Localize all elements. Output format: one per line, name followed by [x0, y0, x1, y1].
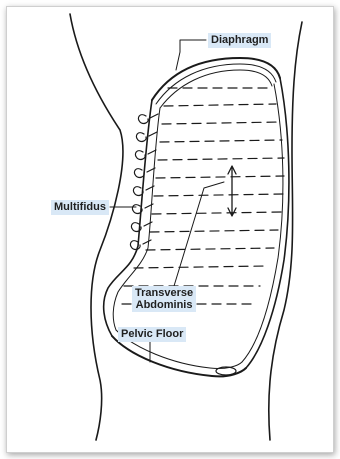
transverse-leader — [174, 182, 224, 286]
diaphragm-muscle — [152, 58, 280, 100]
diaphragm-label: Diaphragm — [208, 33, 271, 48]
back-outline — [70, 14, 123, 440]
pressure-lines — [122, 88, 284, 304]
diaphragm-leader — [176, 40, 206, 70]
transverse-label-line1: Transverse — [135, 287, 193, 299]
multifidus-muscle — [130, 114, 158, 249]
multifidus-label: Multifidus — [51, 200, 109, 215]
pelvic-floor-label: Pelvic Floor — [118, 327, 186, 342]
pressure-arrow — [228, 166, 236, 216]
abdominal-wall — [246, 78, 289, 368]
transverse-label-line2: Abdominis — [135, 299, 193, 311]
transverse-abdominis-label: Transverse Abdominis — [132, 286, 196, 312]
